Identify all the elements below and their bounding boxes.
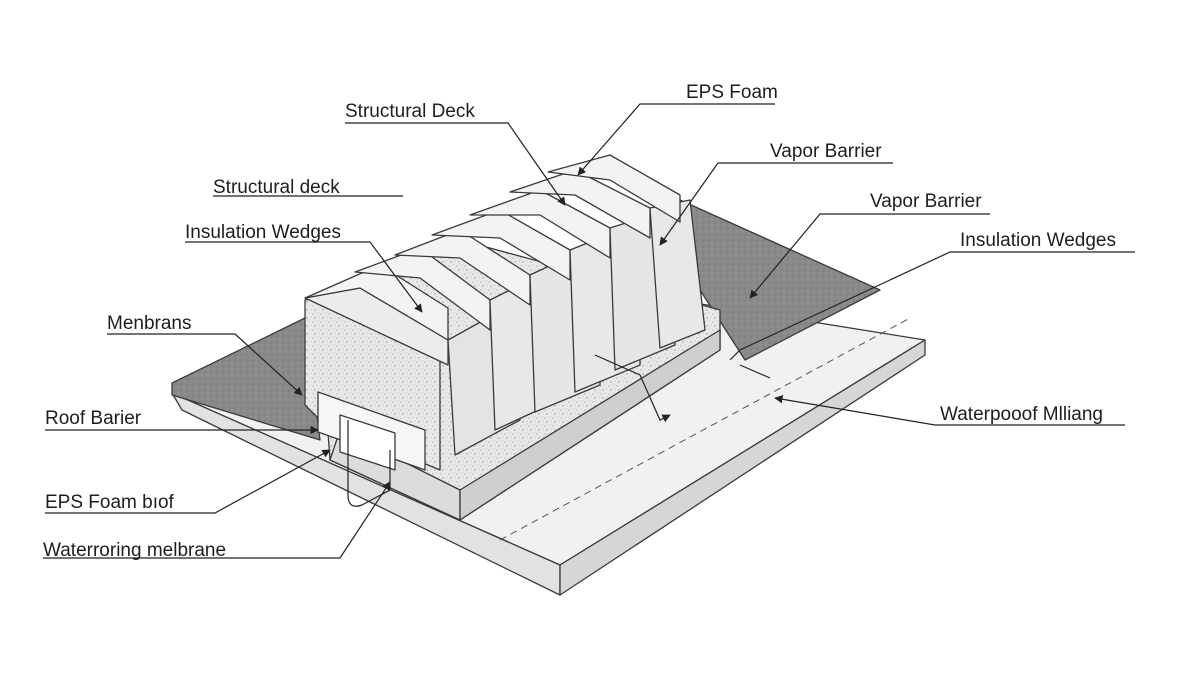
label-membrans: Menbrans — [107, 313, 192, 334]
label-structural-deck-left: Structural deck — [213, 177, 340, 198]
leader-lines — [43, 103, 1135, 559]
label-structural-deck-top: Structural Deck — [345, 101, 475, 122]
label-waterproofing-membrane: Waterroring melbrane — [43, 540, 226, 561]
arrow-pointer-icon — [594, 354, 671, 423]
pipe-drain-icon — [347, 420, 391, 507]
label-eps-foam-top: EPS Foam — [686, 82, 778, 103]
label-eps-foam-left: EPS Foam bıof — [45, 492, 175, 513]
label-waterproof-right: Waterpooοf Mlliang — [940, 404, 1103, 425]
label-insulation-wedges-left: Insulation Wedges — [185, 222, 341, 243]
label-vapor-barrier-1: Vapor Barrier — [770, 141, 882, 162]
membrane-left — [171, 317, 321, 441]
label-insulation-wedges-right: Insulation Wedges — [960, 230, 1116, 251]
label-vapor-barrier-2: Vapor Barrier — [870, 191, 982, 212]
label-roof-barrier: Roof Barier — [45, 408, 142, 429]
dashed-reference-line — [499, 317, 911, 541]
